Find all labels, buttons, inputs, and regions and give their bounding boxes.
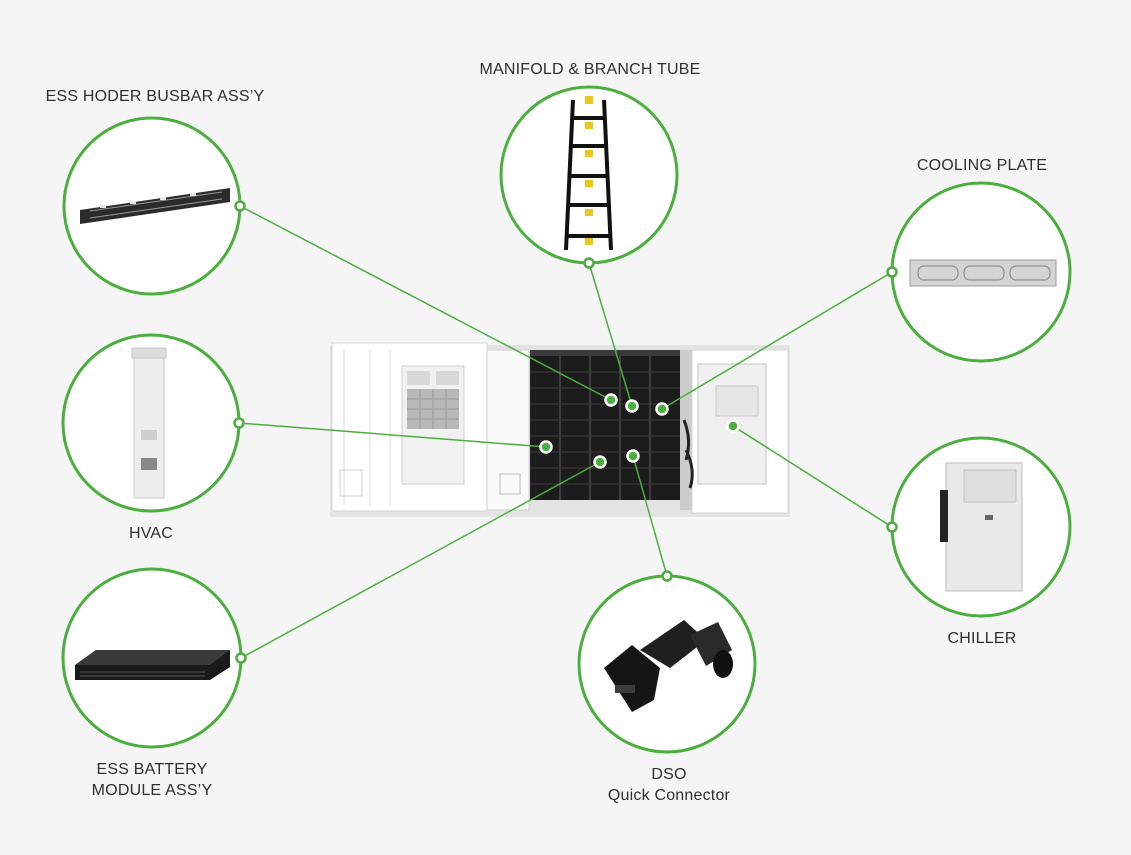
- cooling-plate-label: COOLING PLATE: [916, 157, 1048, 174]
- dso-label-line2: Quick Connector: [607, 787, 731, 804]
- manifold-label: MANIFOLD & BRANCH TUBE: [479, 61, 701, 78]
- busbar-point: [604, 393, 618, 407]
- connector-lines: [238, 205, 893, 659]
- battery-module-point: [593, 455, 607, 469]
- cooling-plate-picture: [909, 259, 1057, 287]
- hvac-picture: [131, 347, 167, 499]
- cooling-plate-point: [655, 402, 669, 416]
- chiller-label: CHILLER: [947, 630, 1017, 647]
- battery-module-label-line1: ESS BATTERY: [96, 761, 208, 778]
- hvac-point: [539, 440, 553, 454]
- busbar-picture: [80, 188, 230, 224]
- dso-label-line1: DSO: [651, 766, 687, 783]
- connector-hvac: [238, 422, 547, 448]
- connector-cooling-plate: [661, 271, 893, 410]
- hvac-label: HVAC: [128, 525, 174, 542]
- dso-point: [626, 449, 640, 463]
- chiller-point: [726, 419, 740, 433]
- connector-manifold: [588, 262, 633, 407]
- connector-busbar: [239, 205, 612, 401]
- battery-module-label-line2: MODULE ASS’Y: [91, 782, 213, 799]
- connector-chiller: [732, 425, 893, 528]
- ess-container-illustration: [330, 342, 790, 517]
- connection-points: [539, 393, 740, 469]
- connector-dso: [632, 455, 668, 577]
- battery-module-picture: [75, 650, 230, 680]
- battery-module-label: ESS BATTERY MODULE ASS’Y: [62, 759, 242, 801]
- manifold-picture: [564, 96, 613, 251]
- dso-label: DSO Quick Connector: [569, 764, 769, 806]
- circle-edge-points: [233, 200, 898, 664]
- connector-battery-module: [240, 461, 601, 659]
- chiller-picture: [940, 462, 1023, 592]
- dso-picture: [604, 620, 733, 712]
- busbar-label: ESS HODER BUSBAR ASS’Y: [45, 88, 265, 105]
- manifold-point: [625, 399, 639, 413]
